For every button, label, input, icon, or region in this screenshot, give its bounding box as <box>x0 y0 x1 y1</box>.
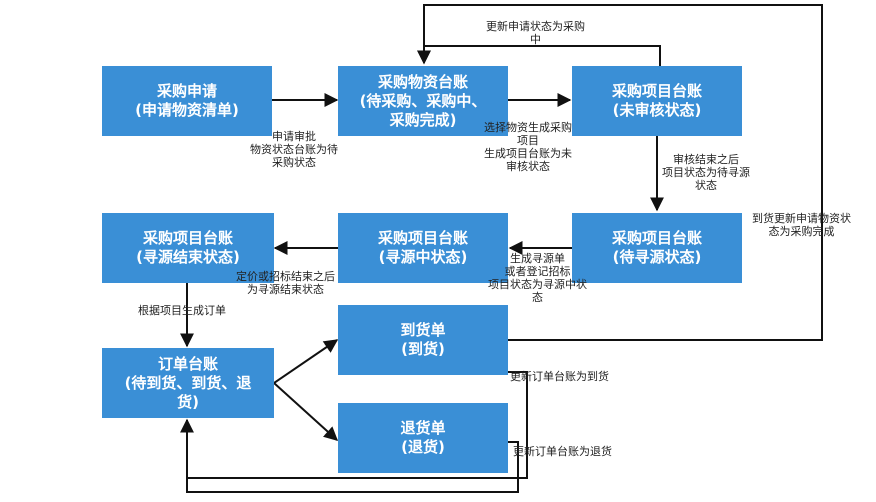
label-generate-sourcing: 生成寻源单 或者登记招标 项目状态为寻源中状 态 <box>488 252 587 304</box>
node-project-ledger-unreviewed: 采购项目台账 (未审核状态) <box>572 66 742 136</box>
label-review-done: 审核结束之后 项目状态为待寻源 状态 <box>662 153 750 192</box>
label-update-arrival: 更新订单台账为到货 <box>510 370 609 383</box>
arrow-order-to-return <box>273 382 339 441</box>
node-purchase-request: 采购申请 (申请物资清单) <box>102 66 272 136</box>
node-project-ledger-done: 采购项目台账 (寻源结束状态) <box>102 213 274 283</box>
label-select-generate: 选择物资生成采购 项目 生成项目台账为未 审核状态 <box>484 121 572 173</box>
node-material-ledger: 采购物资台账 (待采购、采购中、 采购完成) <box>338 66 508 136</box>
arrow-top-update-loop <box>417 45 661 66</box>
label-request-approved: 申请审批 物资状态台账为待 采购状态 <box>250 130 338 169</box>
label-top-update: 更新申请状态为采购 中 <box>486 20 585 46</box>
label-generate-order: 根据项目生成订单 <box>138 304 226 317</box>
arrow-arrival-to-order <box>180 371 528 479</box>
label-pricing-done: 定价或招标结束之后 为寻源结束状态 <box>236 270 335 296</box>
arrow-order-to-arrival <box>273 339 339 384</box>
label-arrival-update: 到货更新申请物资状 态为采购完成 <box>752 212 851 238</box>
node-project-ledger-pending: 采购项目台账 (待寻源状态) <box>572 213 742 283</box>
node-project-ledger-sourcing: 采购项目台账 (寻源中状态) <box>338 213 508 283</box>
label-update-return: 更新订单台账为退货 <box>513 445 612 458</box>
arrow-return-to-order <box>186 441 519 493</box>
node-order-ledger: 订单台账 (待到货、到货、退 货) <box>102 348 274 418</box>
node-arrival: 到货单 (到货) <box>338 305 508 375</box>
node-return: 退货单 (退货) <box>338 403 508 473</box>
arrow-arrival-update-loop <box>417 4 823 341</box>
